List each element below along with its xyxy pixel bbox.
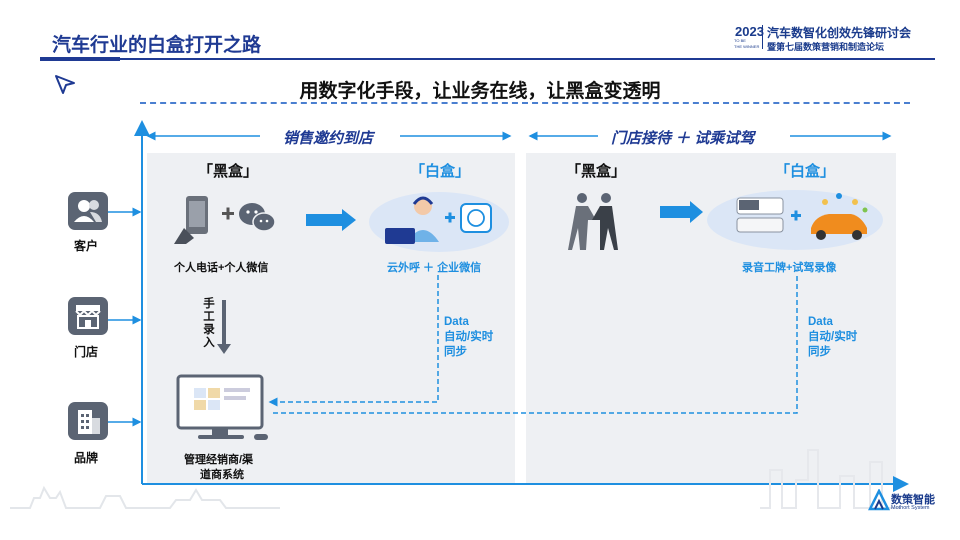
section-label-store-testdrive: 门店接待 ＋ 试乘试驾 [611, 130, 755, 147]
right-black-box-label: 「黑盒」 [566, 163, 627, 180]
company-logo-icon [868, 489, 890, 511]
headline: 用数字化手段，让业务在线，让黑盒变透明 [299, 81, 661, 102]
headline-divider [140, 102, 910, 104]
data-sync-line: Data [808, 316, 833, 328]
call-center-agent-illustration [369, 192, 509, 252]
computer-monitor-icon [176, 374, 268, 440]
skyline-decoration-left [10, 485, 280, 509]
manual-entry-char: 录 [203, 324, 215, 336]
data-sync-line: 同步 [444, 346, 467, 358]
phone-wechat-icon [174, 196, 276, 244]
left-white-box-label: 「白盒」 [410, 163, 471, 180]
white-box-caption-left: 云外呼 ＋ 企业微信 [387, 262, 482, 274]
brand-separator [762, 25, 763, 49]
white-box-caption-right: 录音工牌+试驾录像 [742, 262, 837, 274]
store-icon [68, 297, 108, 335]
data-sync-label-right: Data 自动/实时 同步 [808, 315, 857, 360]
manual-entry-char: 工 [203, 311, 215, 323]
customer-icon [68, 192, 108, 230]
side-label-brand: 品牌 [74, 451, 99, 465]
left-black-box-label: 「黑盒」 [198, 163, 259, 180]
navigation-icon [55, 75, 75, 94]
black-box-caption-left: 个人电话+个人微信 [174, 262, 269, 274]
title-underline-accent [40, 57, 120, 61]
building-icon [68, 402, 108, 440]
brand-tagline-2: THE WINNER [734, 44, 760, 49]
skyline-decoration-right [760, 449, 900, 509]
page-title: 汽车行业的白盒打开之路 [52, 35, 262, 56]
data-sync-line: Data [444, 316, 469, 328]
manual-entry-char: 入 [203, 337, 215, 349]
brand-tagline-1: TO BE [734, 38, 746, 43]
right-white-box-label: 「白盒」 [775, 163, 836, 180]
company-logo-name: 数策智能 [891, 494, 935, 506]
badge-car-illustration [707, 190, 883, 250]
section-label-sales-invite: 销售邀约到店 [283, 130, 374, 147]
brand-event-title: 汽车数智化创效先锋研讨会 [767, 26, 912, 40]
data-sync-label-left: Data 自动/实时 同步 [444, 315, 493, 360]
system-caption-line1: 管理经销商/渠 [184, 454, 254, 466]
handshake-icon [568, 193, 618, 250]
manual-entry-label: 手 工 录 入 [202, 298, 216, 350]
company-logo-subtitle: Mothort System [891, 505, 930, 511]
side-label-customer: 客户 [74, 239, 99, 253]
data-sync-line: 同步 [808, 346, 831, 358]
title-underline [40, 58, 935, 60]
data-sync-line: 自动/实时 [444, 331, 494, 343]
system-caption-line2: 道商系统 [200, 469, 244, 481]
brand-event-subtitle: 暨第七届数策营销和制造论坛 [767, 42, 885, 52]
side-label-store: 门店 [74, 345, 99, 359]
data-sync-line: 自动/实时 [808, 331, 858, 343]
manual-entry-char: 手 [203, 298, 215, 310]
brand-year: 2023 [735, 24, 764, 39]
